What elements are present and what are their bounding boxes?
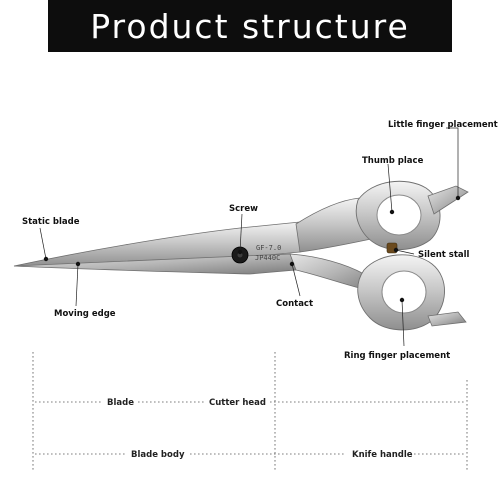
- silent-stall-leader: [395, 249, 415, 255]
- little-finger-label: Little finger placement: [388, 120, 498, 130]
- moving-edge-leader: [75, 263, 79, 307]
- knife-handle-dimension-label: Knife handle: [352, 450, 413, 460]
- little-finger-leader: [446, 127, 459, 198]
- silent-stall-label: Silent stall: [418, 250, 470, 260]
- blade-body-dimension-label: Blade body: [131, 450, 185, 460]
- silent-stall-dot: [393, 247, 399, 253]
- thumb-ring-hole: [376, 194, 422, 236]
- finger-rest-shape: [427, 185, 469, 215]
- contact-dot: [289, 261, 295, 267]
- screw-label: Screw: [229, 204, 258, 214]
- ring-finger-dot: [399, 297, 405, 303]
- thumb-dot: [389, 209, 395, 215]
- title-banner: Product structure: [48, 0, 452, 52]
- engraving-steel: JP440C: [255, 254, 280, 262]
- thumb-label: Thumb place: [362, 156, 424, 166]
- cutter-head-dimension-label: Cutter head: [209, 398, 266, 408]
- engraving-model: GF-7.0: [256, 244, 281, 252]
- blade-dimension-label: Blade: [107, 398, 134, 408]
- callout-dots: [43, 195, 461, 303]
- dimension-guides: [32, 352, 468, 470]
- ring-finger-label: Ring finger placement: [344, 351, 450, 361]
- scissors-illustration: GF-7.0 JP440C: [13, 180, 469, 331]
- lower-tang-shape: [427, 311, 467, 327]
- callout-leaders: [39, 127, 459, 347]
- static-blade-label: Static blade: [22, 217, 80, 227]
- static-blade-leader: [39, 227, 47, 260]
- thumb-leader: [387, 163, 393, 213]
- static-blade-dot: [43, 256, 49, 262]
- contact-label: Contact: [276, 299, 313, 309]
- screw-leader: [239, 213, 243, 253]
- ring-finger-ring-hole: [381, 270, 427, 314]
- moving-edge-label: Moving edge: [54, 309, 116, 319]
- screw-dot: [237, 249, 243, 255]
- page-title: Product structure: [90, 6, 410, 46]
- little-finger-dot: [455, 195, 461, 201]
- moving-edge-dot: [75, 261, 81, 267]
- contact-leader: [291, 263, 301, 297]
- ring-finger-leader: [401, 299, 405, 347]
